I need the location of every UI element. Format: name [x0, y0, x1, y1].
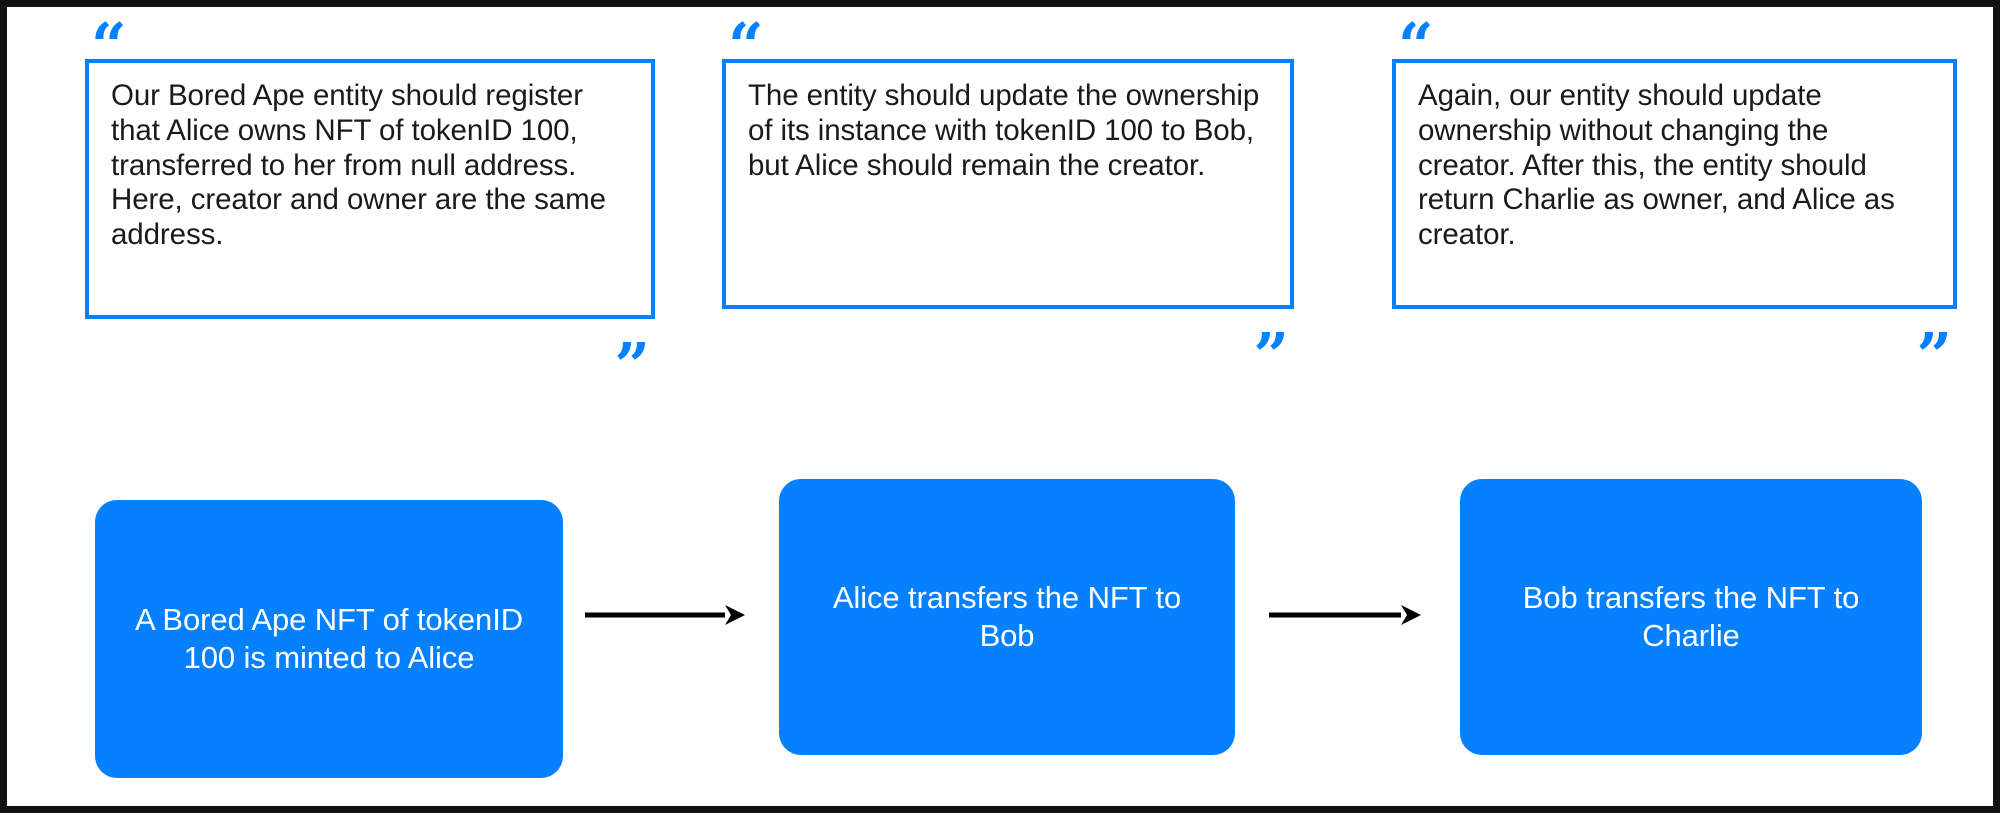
flow-node-bob-to-charlie[interactable]: Bob transfers the NFT to Charlie [1460, 479, 1922, 755]
flow-row: A Bored Ape NFT of tokenID 100 is minted… [7, 7, 1993, 820]
quote-text-3: Again, our entity should update ownershi… [1418, 79, 1895, 252]
flow-node-alice-to-bob[interactable]: Alice transfers the NFT to Bob [779, 479, 1235, 755]
quote-row: “ Our Bored Ape entity should register t… [7, 7, 1993, 397]
quote-text-2: The entity should update the ownership o… [748, 79, 1260, 182]
quote-block-3: “ Again, our entity should update owners… [1392, 15, 1957, 387]
quote-text-1: Our Bored Ape entity should register tha… [111, 79, 606, 252]
flow-arrow-right-icon [585, 602, 745, 628]
quote-box-2: The entity should update the ownership o… [722, 59, 1294, 309]
quote-block-1: “ Our Bored Ape entity should register t… [85, 15, 655, 397]
flow-node-mint[interactable]: A Bored Ape NFT of tokenID 100 is minted… [95, 500, 563, 778]
quote-box-3: Again, our entity should update ownershi… [1392, 59, 1957, 309]
flow-arrow-right-icon [1269, 602, 1421, 628]
quote-block-2: “ The entity should update the ownership… [722, 15, 1294, 387]
quote-box-1: Our Bored Ape entity should register tha… [85, 59, 655, 319]
